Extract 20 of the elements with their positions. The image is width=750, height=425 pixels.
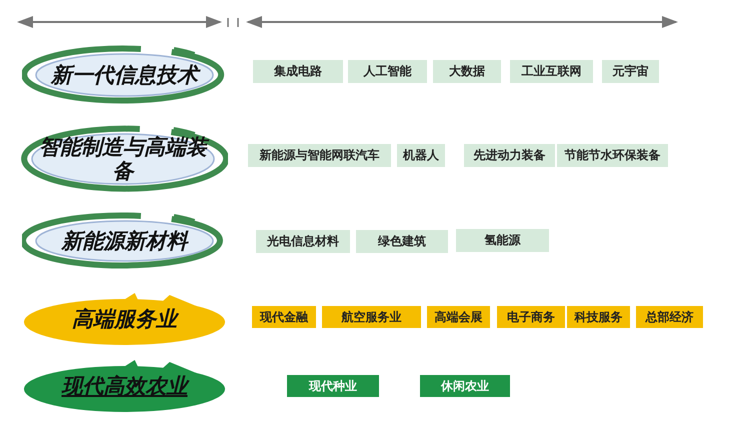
- category-box: 高端会展: [427, 306, 490, 328]
- category-box: 休闲农业: [420, 375, 510, 397]
- category-box: 氢能源: [456, 229, 549, 252]
- category-box: 航空服务业: [322, 306, 421, 328]
- category-box: 绿色建筑: [356, 230, 448, 253]
- category-box: 元宇宙: [602, 60, 659, 83]
- category-box: 工业互联网: [510, 60, 593, 83]
- category-box: 先进动力装备: [464, 144, 555, 167]
- category-box: 总部经济: [636, 306, 703, 328]
- category-box: 人工智能: [348, 60, 427, 83]
- category-box: 电子商务: [497, 306, 565, 328]
- category-box: 大数据: [433, 60, 501, 83]
- category-box: 现代金融: [252, 306, 316, 328]
- category-box: 集成电路: [253, 60, 343, 83]
- category-box: 节能节水环保装备: [557, 144, 668, 167]
- category-box: 新能源与智能网联汽车: [248, 144, 391, 167]
- category-box: 科技服务: [567, 306, 630, 328]
- category-box: 光电信息材料: [256, 230, 350, 253]
- category-box: 机器人: [397, 144, 445, 167]
- category-box: 现代种业: [287, 375, 379, 397]
